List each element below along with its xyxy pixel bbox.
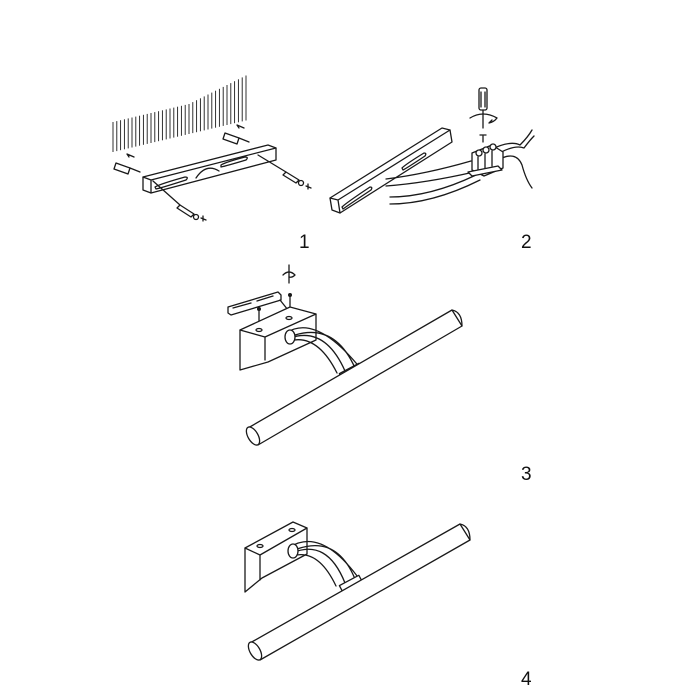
lamp-base-box <box>239 306 317 371</box>
wall-plug-left <box>113 153 141 175</box>
step-4-illustration <box>244 521 471 661</box>
mounting-bracket <box>142 144 277 194</box>
mounting-bracket-small <box>227 291 289 316</box>
step-3-illustration <box>227 264 463 446</box>
step-number-4: 4 <box>521 669 532 690</box>
terminal-block <box>467 143 504 177</box>
light-tube <box>247 523 471 661</box>
screwdriver-icon <box>469 87 498 143</box>
lamp-base-box <box>244 521 308 593</box>
step-number-1: 1 <box>299 232 310 253</box>
step-2-illustration <box>329 87 535 214</box>
step-number-2: 2 <box>521 232 532 253</box>
screw-bottom <box>152 180 207 222</box>
step-1-illustration <box>112 75 312 222</box>
screw-right <box>257 154 312 190</box>
mounting-bracket <box>329 127 453 214</box>
light-tube <box>245 309 463 446</box>
wall-hatching <box>112 75 247 152</box>
power-cables <box>385 129 535 205</box>
rotate-arrow-icon <box>282 264 296 284</box>
step-number-3: 3 <box>521 464 532 485</box>
wall-plug-right <box>222 124 250 145</box>
